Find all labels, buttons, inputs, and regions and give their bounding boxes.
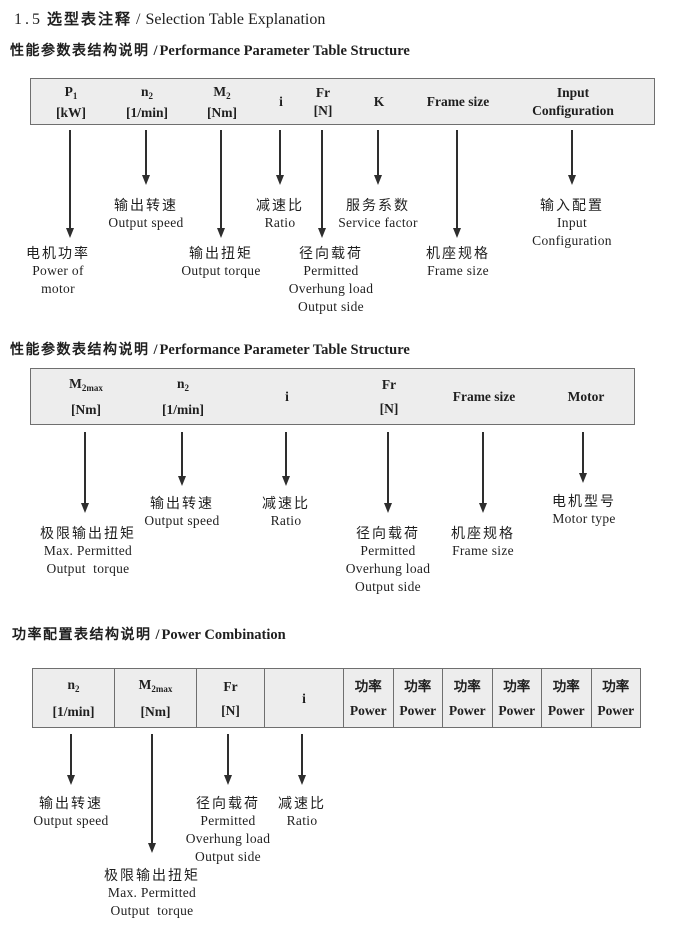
- callout-motor-type: 电机型号 Motor type: [552, 493, 616, 526]
- callout-max-output-torque: 极限输出扭矩 Max. Permitted Output torque: [40, 525, 136, 576]
- column-header-power-3: 功率 Power: [442, 669, 492, 727]
- column-header-frame-size: Frame size: [452, 389, 516, 404]
- callout-output-speed: 输出转速 Output speed: [33, 795, 109, 828]
- column-header-m2max: M2max [Nm]: [114, 669, 196, 727]
- down-arrow-p1: [66, 130, 74, 238]
- column-header-m2max: M2max [Nm]: [69, 376, 103, 417]
- callout-overhung-load: 径向载荷 Permitted Overhung load Output side: [345, 525, 431, 594]
- section2-heading-separator: /: [153, 342, 158, 358]
- section1-heading: 性能参数表结构说明/Performance Parameter Table St…: [10, 40, 410, 60]
- down-arrow-m2max: [148, 734, 156, 853]
- column-header-i: i: [279, 94, 283, 109]
- down-arrow-k: [374, 130, 382, 185]
- callout-frame-size: 机座规格 Frame size: [451, 525, 515, 558]
- performance-table-2: M2max [Nm] n2 [1/min] i Fr [N] Frame siz…: [30, 368, 635, 425]
- down-arrow-motor: [579, 432, 587, 483]
- page-title-cn: 选型表注释: [47, 11, 133, 28]
- column-header-input-configuration: Input Configuration: [532, 84, 614, 119]
- down-arrow-input-configuration: [568, 130, 576, 185]
- down-arrow-i: [298, 734, 306, 785]
- column-header-fr: Fr [N]: [196, 669, 264, 727]
- column-header-p1: P1 [kW]: [56, 83, 86, 120]
- section2-heading: 性能参数表结构说明/Performance Parameter Table St…: [10, 339, 410, 359]
- column-header-power-4: 功率 Power: [491, 669, 542, 727]
- down-arrow-fr: [384, 432, 392, 513]
- power-combination-table: n2 [1/min] M2max [Nm] Fr [N] i 功率 Power …: [32, 668, 641, 728]
- section3-heading-separator: /: [155, 627, 160, 643]
- callout-frame-size: 机座规格 Frame size: [426, 245, 490, 278]
- callout-output-torque: 输出扭矩 Output torque: [181, 245, 261, 278]
- down-arrow-n2: [178, 432, 186, 486]
- section2-heading-en: Performance Parameter Table Structure: [159, 342, 410, 358]
- column-header-i: i: [264, 669, 343, 727]
- section1-heading-en: Performance Parameter Table Structure: [159, 43, 410, 59]
- column-header-n2: n2 [1/min]: [162, 376, 204, 417]
- section3-heading: 功率配置表结构说明/Power Combination: [12, 624, 286, 644]
- down-arrow-i: [282, 432, 290, 486]
- callout-input-configuration: 输入配置 Input Configuration: [532, 197, 612, 248]
- callout-power-of-motor: 电机功率 Power of motor: [26, 245, 90, 296]
- down-arrow-i: [276, 130, 284, 185]
- column-header-m2: M2 [Nm]: [207, 83, 237, 120]
- down-arrow-fr: [224, 734, 232, 785]
- callout-overhung-load: 径向载荷 Permitted Overhung load Output side: [185, 795, 271, 864]
- section-number: 1.5: [14, 11, 43, 28]
- column-header-n2: n2 [1/min]: [52, 677, 95, 719]
- title-separator: /: [136, 11, 141, 28]
- callout-max-output-torque: 极限输出扭矩 Max. Permitted Output torque: [104, 867, 200, 918]
- down-arrow-n2: [142, 130, 150, 185]
- down-arrow-m2max: [81, 432, 89, 513]
- down-arrow-frame-size: [479, 432, 487, 513]
- column-header-motor: Motor: [567, 389, 605, 404]
- callout-output-speed: 输出转速 Output speed: [144, 495, 220, 528]
- callout-overhung-load: 径向载荷 Permitted Overhung load Output side: [288, 245, 374, 314]
- section1-heading-cn: 性能参数表结构说明: [10, 42, 150, 58]
- column-header-k: K: [373, 94, 385, 109]
- callout-service-factor: 服务系数 Service factor: [338, 197, 418, 230]
- down-arrow-fr: [318, 130, 326, 238]
- section1-heading-separator: /: [153, 43, 158, 59]
- column-header-n2: n2 [1/min]: [126, 83, 168, 120]
- column-header-fr: Fr [N]: [313, 84, 333, 119]
- down-arrow-n2: [67, 734, 75, 785]
- column-header-i: i: [285, 389, 289, 404]
- page-title-en: Selection Table Explanation: [145, 11, 326, 28]
- callout-output-speed: 输出转速 Output speed: [108, 197, 184, 230]
- performance-table-1: P1 [kW] n2 [1/min] M2 [Nm] i Fr [N] K Fr…: [30, 78, 655, 125]
- section3-heading-en: Power Combination: [161, 627, 286, 643]
- column-header-frame-size: Frame size: [426, 94, 490, 109]
- column-header-power-5: 功率 Power: [541, 669, 591, 727]
- section2-heading-cn: 性能参数表结构说明: [10, 341, 150, 357]
- down-arrow-m2: [217, 130, 225, 238]
- callout-ratio: 减速比 Ratio: [278, 795, 326, 828]
- down-arrow-frame-size: [453, 130, 461, 238]
- callout-ratio: 减速比 Ratio: [262, 495, 310, 528]
- column-header-power-6: 功率 Power: [590, 669, 641, 727]
- column-header-power-1: 功率 Power: [343, 669, 393, 727]
- column-header-fr: Fr [N]: [379, 377, 399, 416]
- section3-heading-cn: 功率配置表结构说明: [12, 626, 152, 642]
- column-header-power-2: 功率 Power: [392, 669, 443, 727]
- callout-ratio: 减速比 Ratio: [256, 197, 304, 230]
